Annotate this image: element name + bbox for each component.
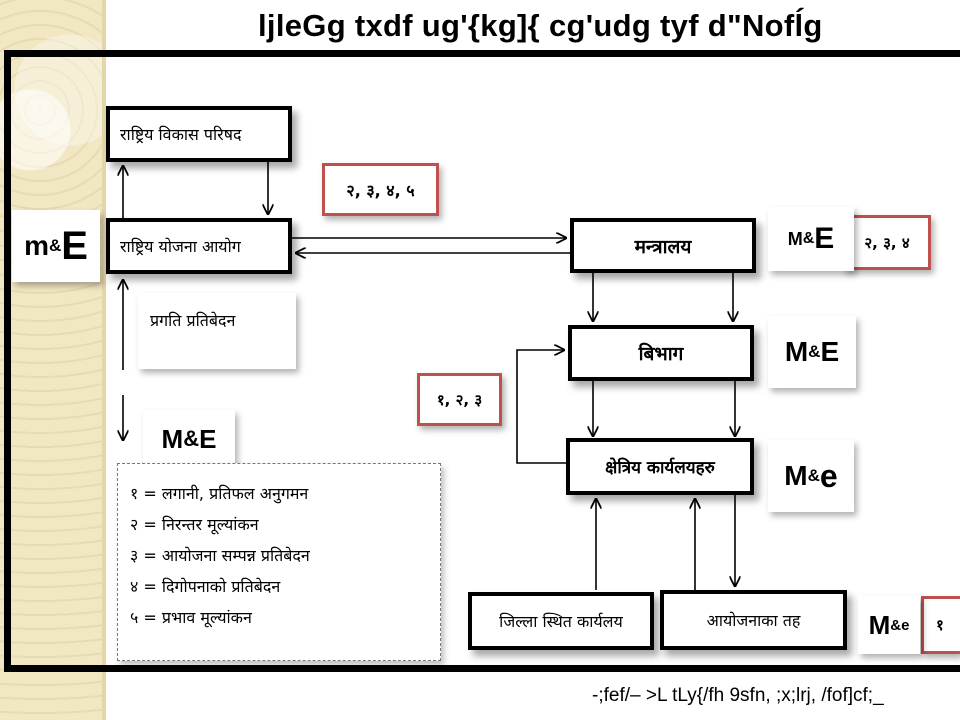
- me-m: M: [787, 228, 803, 249]
- node-bibhag: बिभाग: [568, 325, 754, 381]
- node-aayojanaka-taha: आयोजनाका तह: [660, 590, 847, 650]
- me-amp: &: [808, 342, 821, 361]
- me-label-mantralaya: M&E: [768, 207, 854, 271]
- node-rashtriya-yojana-aayog: राष्ट्रिय योजना आयोग: [106, 218, 292, 274]
- legend-item: १ = लगानी, प्रतिफल अनुगमन: [130, 484, 309, 503]
- me-m: M: [161, 423, 184, 454]
- node-pragati-pratibedan: प्रगति प्रतिबेदन: [138, 293, 296, 369]
- tag-mantralaya: २, ३, ४: [843, 215, 931, 270]
- me-e: e: [901, 616, 910, 634]
- tag-top: २, ३, ४, ५: [322, 163, 439, 216]
- me-amp: &: [183, 426, 200, 451]
- me-m: M: [784, 336, 809, 367]
- me-amp: &: [807, 466, 820, 485]
- me-e: E: [199, 423, 217, 454]
- footer-credit: -;fef/– >L tLy{/fh 9sfn, ;x;lrj, /fof]cf…: [592, 685, 884, 706]
- me-m: M: [784, 460, 808, 491]
- me-label-bottom: M&e: [858, 596, 920, 654]
- legend-item: ३ = आयोजना सम्पन्न प्रतिबेदन: [130, 546, 310, 565]
- me-e: E: [820, 336, 840, 367]
- me-label-left-main: m&E: [12, 210, 100, 282]
- me-amp: &: [48, 236, 62, 255]
- side-strip-edge: [102, 0, 106, 720]
- me-m: M: [868, 609, 891, 640]
- legend-box: १ = लगानी, प्रतिफल अनुगमन २ = निरन्तर मू…: [117, 463, 441, 661]
- me-label-bibhag: M&E: [768, 316, 856, 388]
- me-label-left-lower: M&E: [143, 410, 235, 468]
- diagram-frame: [4, 50, 960, 672]
- me-m: m: [24, 230, 49, 261]
- arrow-feedback-loop: [516, 350, 566, 464]
- me-amp: &: [890, 616, 902, 634]
- node-mantralaya: मन्त्रालय: [570, 218, 756, 273]
- node-jilla-sthit-karyalaya: जिल्ला स्थित कार्यलय: [468, 592, 654, 650]
- legend-item: २ = निरन्तर मूल्यांकन: [130, 515, 259, 534]
- me-label-kshetriya: M&e: [768, 440, 854, 512]
- slide-title: ljleGg txdf ug'{kg]{ cg'udg tyf d"Nofĺg: [258, 8, 823, 43]
- legend-item: ४ = दिगोपनाको प्रतिबेदन: [130, 577, 281, 596]
- node-rashtriya-vikas-parishad: राष्ट्रिय विकास परिषद: [106, 106, 292, 162]
- tag-left-mid: १, २, ३: [417, 373, 502, 426]
- me-e: e: [819, 457, 838, 494]
- legend-item: ५ = प्रभाव मूल्यांकन: [130, 608, 252, 627]
- me-amp: &: [802, 230, 815, 247]
- me-e: E: [61, 223, 88, 268]
- me-e: E: [814, 222, 835, 255]
- tag-bottom: १: [921, 596, 960, 654]
- node-kshetriya-karyalayaharu: क्षेत्रिय कार्यलयहरु: [566, 438, 754, 495]
- decorative-side-strip: [0, 0, 106, 720]
